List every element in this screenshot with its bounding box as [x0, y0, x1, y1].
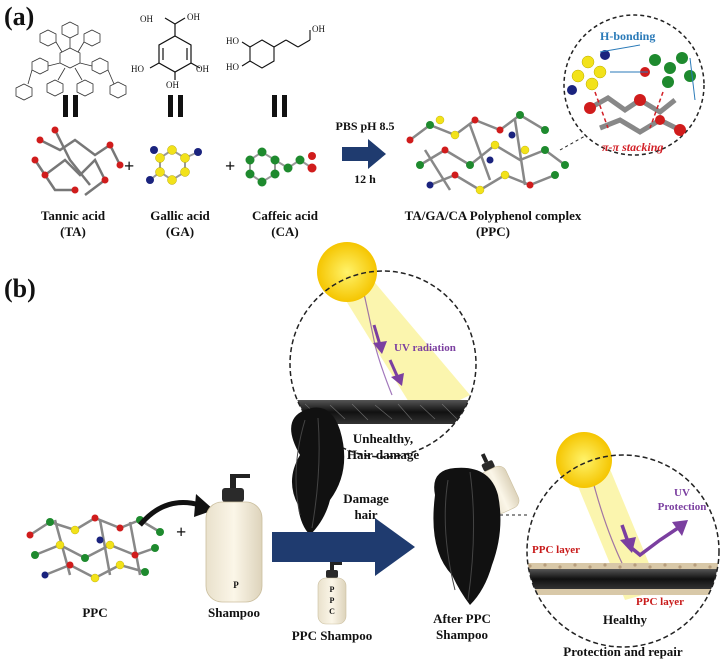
unhealthy-hair-inset	[289, 242, 477, 458]
damage-hair-label-2: hair	[354, 507, 378, 522]
treatment-arrow	[272, 518, 415, 576]
after-ppc-label-1: After PPC	[433, 611, 491, 626]
healthy-hair-wig	[433, 467, 501, 605]
damaged-hair-wig	[291, 407, 345, 535]
ppc-shampoo-bottle	[317, 562, 347, 625]
panel-b-label: (b)	[4, 274, 36, 303]
plus-sign-a1: +	[124, 156, 135, 176]
ppc-bottle-letter-2: P	[329, 596, 335, 605]
ga-oh-top: OH	[140, 14, 153, 24]
condition-time: 12 h	[354, 172, 376, 186]
plus-sign-a2: +	[225, 156, 236, 176]
shampoo-label: Shampoo	[207, 605, 261, 620]
tannic-acid-skeletal-structure	[15, 21, 127, 101]
panel-a-label: (a)	[4, 2, 35, 31]
ppc-layer-label-top: PPC layer	[532, 544, 580, 556]
ppc-shampoo-label: PPC Shampoo	[291, 628, 373, 643]
condition-ph: PBS pH 8.5	[335, 119, 395, 133]
unhealthy-label-1: Unhealthy,	[352, 431, 414, 446]
ppc-name: TA/GA/CA Polyphenol complex	[404, 208, 582, 223]
uv-radiation-label: UV radiation	[394, 342, 456, 354]
ta-name: Tannic acid	[40, 208, 106, 223]
ga-oh-carboxyl: OH	[187, 12, 200, 22]
healthy-label: Healthy	[602, 612, 648, 627]
ppc-model-b	[26, 514, 164, 583]
after-ppc-label-2: Shampoo	[435, 627, 489, 642]
interaction-inset	[559, 14, 705, 156]
tannic-acid-3d-model	[31, 126, 124, 196]
ca-name: Caffeic acid	[251, 208, 319, 223]
h-bonding-label: H-bonding	[600, 29, 656, 43]
ppc-bottle-letter-1: P	[329, 585, 335, 594]
ga-abbr: (GA)	[165, 224, 195, 239]
ppc-complex-model	[406, 111, 569, 195]
caffeic-acid-3d-model	[245, 147, 317, 187]
ca-ho-bottom: HO	[226, 62, 239, 72]
ppc-abbr: (PPC)	[476, 224, 510, 239]
pi-stacking-label: π-π stacking	[602, 140, 664, 154]
gallic-acid-3d-model	[146, 145, 202, 185]
ca-abbr: (CA)	[271, 224, 299, 239]
ppc-label-b: PPC	[82, 605, 108, 620]
gallic-acid-skeletal-structure	[149, 17, 201, 80]
ca-oh-carboxyl: OH	[312, 24, 325, 34]
unhealthy-label-2: Hair damage	[346, 447, 420, 462]
protection-repair-label: Protection and repair	[563, 644, 683, 659]
damage-hair-label-1: Damage	[343, 491, 389, 506]
shampoo-bottle	[205, 474, 263, 603]
ga-name: Gallic acid	[150, 208, 210, 223]
ppc-layer-label-bottom: PPC layer	[636, 596, 684, 608]
bottle-letter-1: P	[233, 580, 239, 590]
equivalence-signs	[63, 95, 287, 117]
ca-ho-top: HO	[226, 36, 239, 46]
reaction-arrow	[342, 139, 386, 169]
healthy-hair-inset	[500, 432, 720, 648]
ppc-bottle-letter-3: C	[329, 607, 335, 616]
uv-protection-label-2: Protection	[657, 501, 707, 513]
ga-oh-right: OH	[196, 64, 209, 74]
uv-protection-label-1: UV	[674, 487, 690, 499]
ta-abbr: (TA)	[60, 224, 86, 239]
plus-sign-b: +	[176, 522, 187, 542]
ga-oh-bottom: OH	[166, 80, 179, 90]
curved-arrow	[138, 500, 201, 527]
caffeic-acid-skeletal-structure	[241, 30, 311, 69]
ga-ho-left: HO	[131, 64, 144, 74]
